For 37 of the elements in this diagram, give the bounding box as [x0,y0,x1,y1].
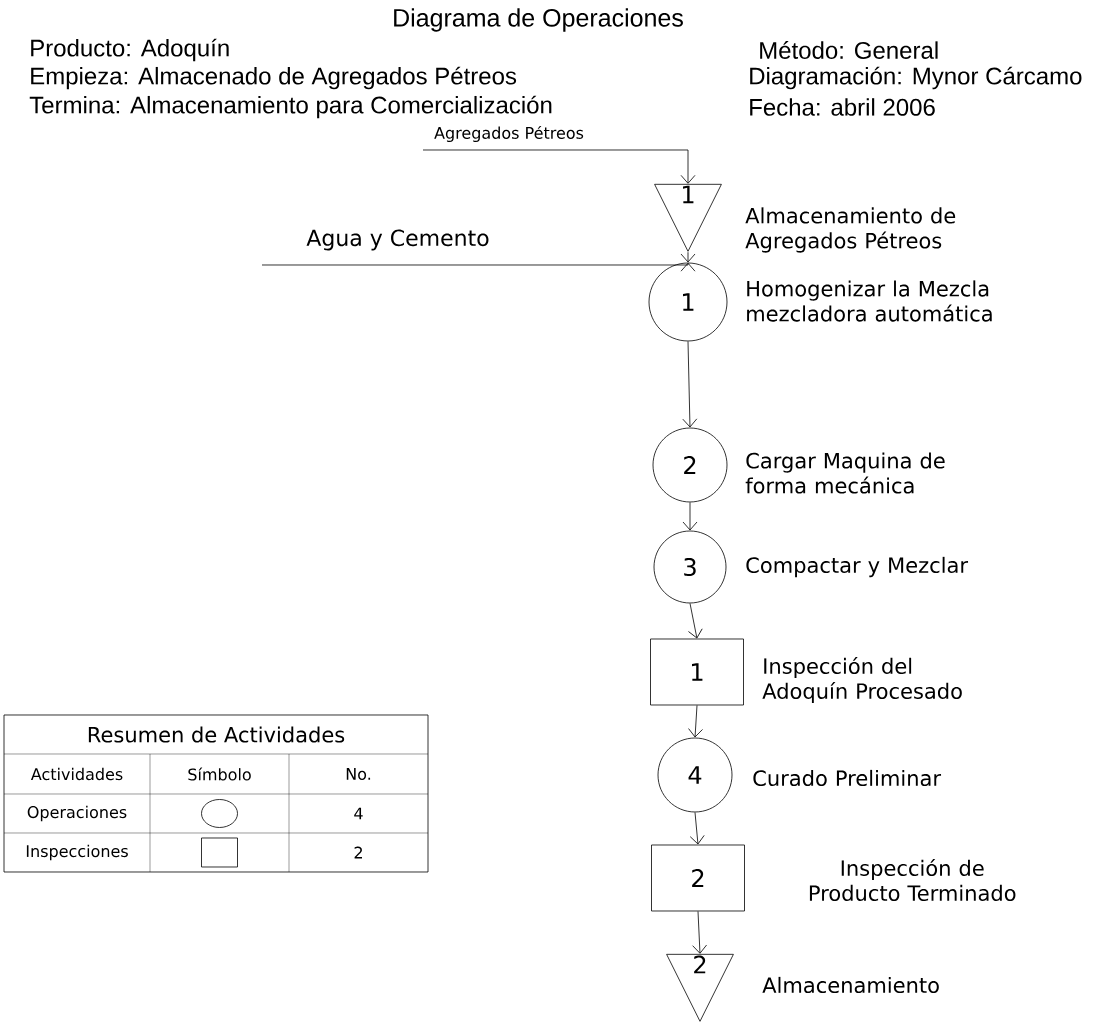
table-title: Resumen de Actividades [88,726,345,743]
step-description: Compactar y Mezclar [746,556,969,578]
header-text: Empieza: Almacenado de Agregados Pétreos [31,66,517,90]
header-text: Diagramación: Mynor Cárcamo [750,66,1082,90]
step-description: Almacenamiento de Agregados Pétreos [745,207,956,253]
step-description: Inspección de Producto Terminado [809,858,1016,902]
table-cell: Actividades [30,767,123,781]
step-description: Inspección del Adoquín Procesado [762,656,962,704]
storage-triangle: 2 [666,953,734,1022]
step-description: Curado Preliminar [753,769,942,787]
arrow [689,812,705,845]
inspection-square: 2 [651,844,745,912]
arrow [688,705,703,738]
table-cell: Símbolo [188,767,251,781]
arrow [261,262,696,272]
arrow [682,502,698,531]
arrow [688,603,703,639]
header-text: Termina: Almacenamiento para Comercialización [29,95,552,119]
input-label: Agregados Pétreos [434,125,584,143]
table-cell: 2 [354,846,362,859]
arrow [692,911,707,954]
storage-triangle: 1 [654,183,722,252]
input-label: Agua y Cemento [306,229,489,251]
arrow [682,341,698,428]
step-description: Almacenamiento [762,976,939,994]
inspection-square: 1 [650,638,744,706]
header-text: Fecha: abril 2006 [750,98,935,116]
table-cell: Operaciones [27,805,127,822]
step-description: Cargar Maquina de forma mecánica [745,452,945,494]
table-cell: Inspecciones [26,844,128,861]
table-cell: No. [346,768,371,780]
header-text: Método: General [760,41,938,59]
arrow [422,149,696,184]
title: Diagrama de Operaciones [394,8,683,32]
table-cell: 4 [354,807,363,820]
step-description: Homogenizar la Mezcla mezcladora automática [747,280,992,322]
header-text: Producto: Adoquín [31,38,229,62]
